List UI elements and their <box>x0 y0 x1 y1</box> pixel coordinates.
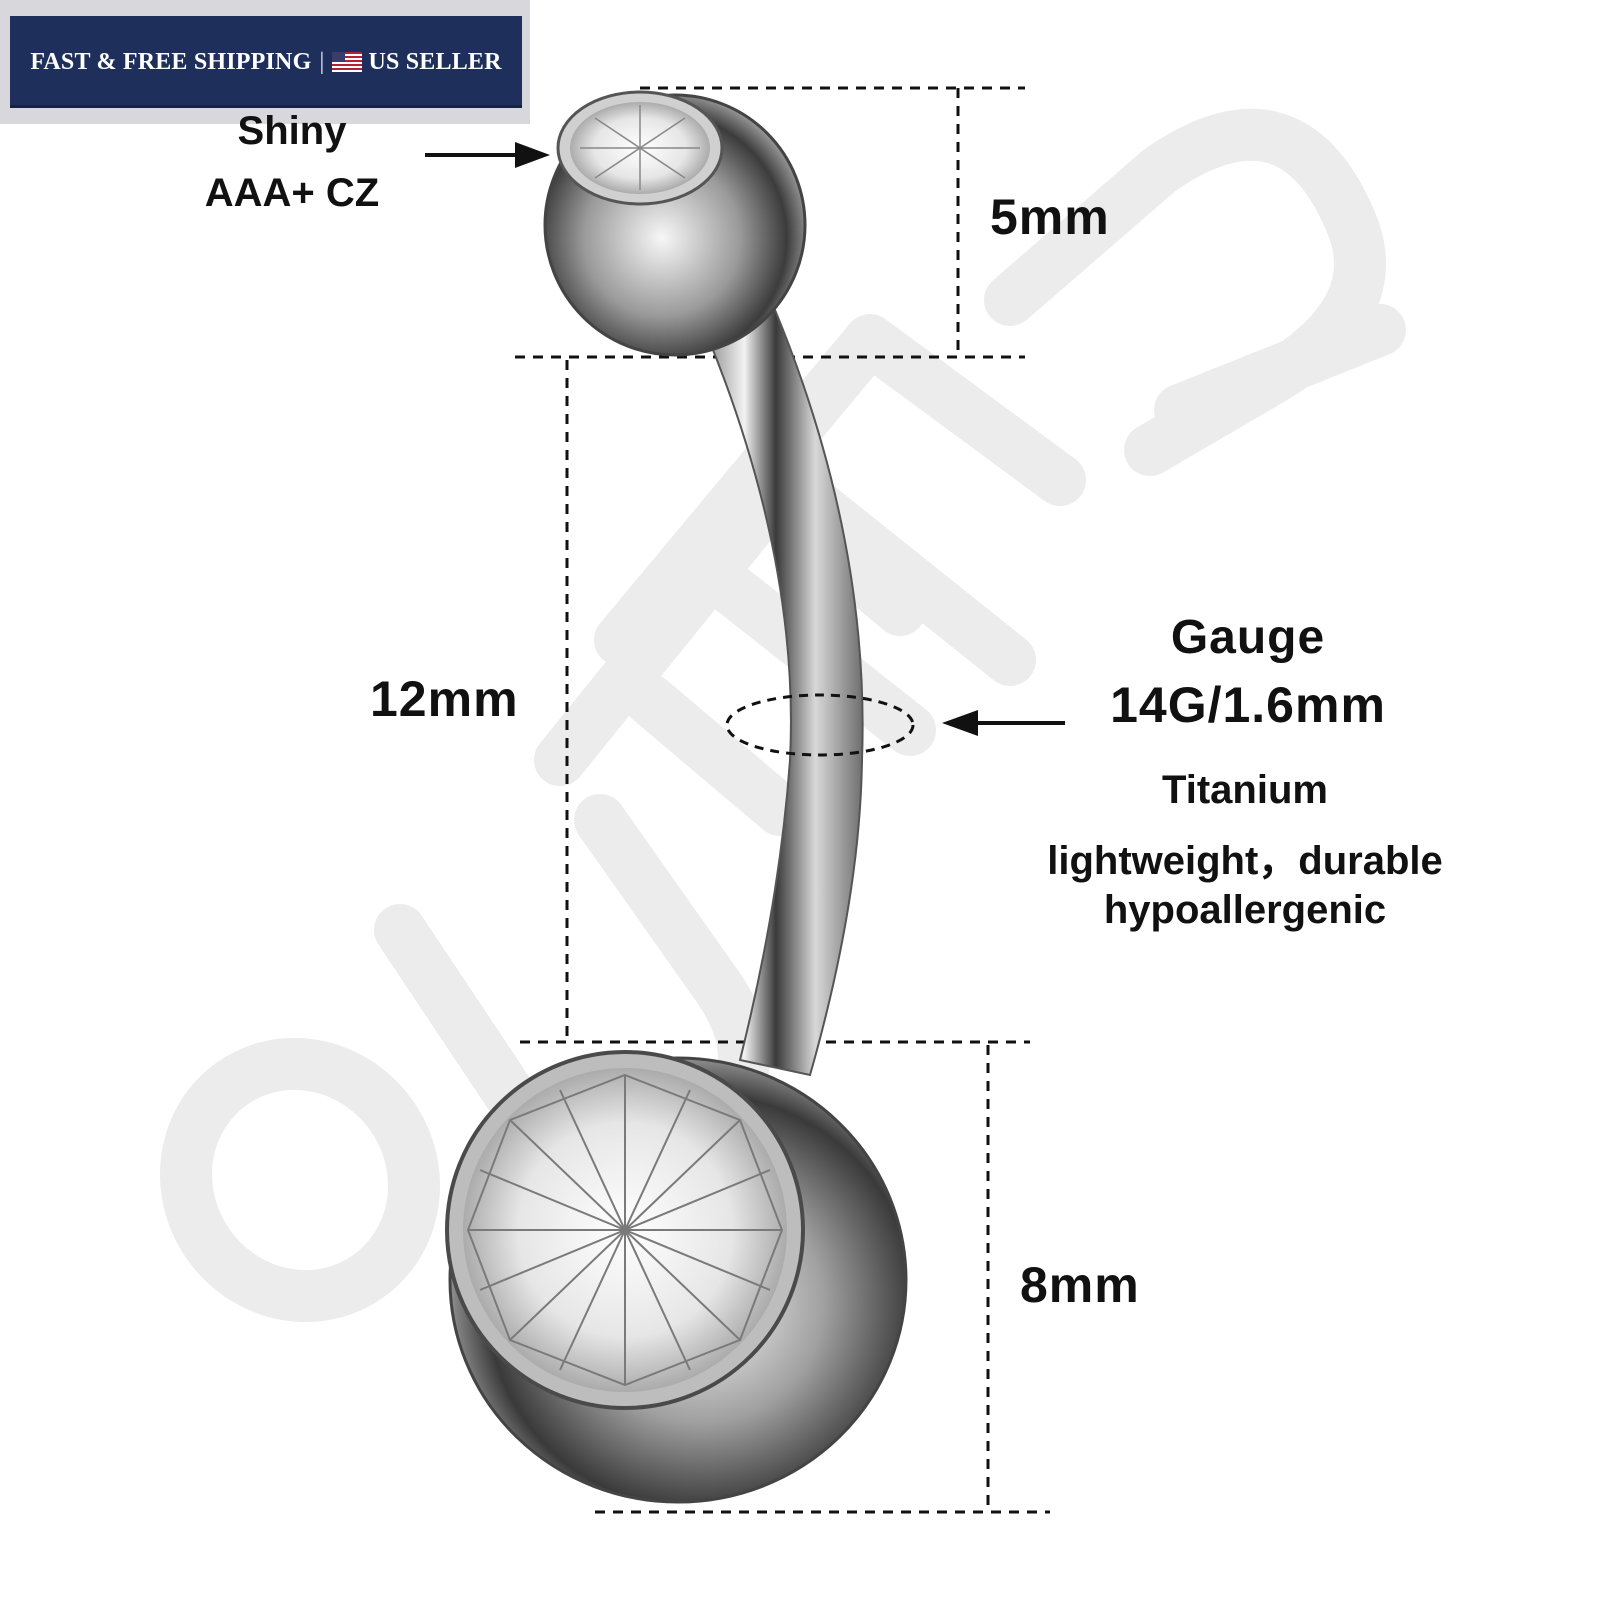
top-ball-size: 5mm <box>990 189 1110 245</box>
banner-seller-text: US SELLER <box>368 48 502 75</box>
banner-separator: | <box>319 48 325 75</box>
curved-bar <box>703 308 864 1077</box>
bottom-ball-size: 8mm <box>1020 1257 1140 1313</box>
banner-shipping-text: FAST & FREE SHIPPING <box>30 48 312 75</box>
material-label: Titanium <box>1162 768 1328 812</box>
feature-label-1: lightweight，durable <box>1047 839 1443 883</box>
watermark-logo <box>159 108 1406 1323</box>
us-flag-icon <box>332 52 363 72</box>
gauge-size: 14G/1.6mm <box>1110 677 1386 733</box>
cz-arrow <box>425 142 550 168</box>
gauge-indicator-ellipse <box>725 693 915 757</box>
bottom-ball <box>445 1050 908 1504</box>
cz-line-1: Shiny <box>237 109 347 153</box>
gauge-title: Gauge <box>1170 611 1326 664</box>
feature-label-2: hypoallergenic <box>1103 888 1387 932</box>
cz-callout: Shiny AAA+ CZ <box>162 100 422 224</box>
top-ball <box>543 90 807 357</box>
bar-length: 12mm <box>370 671 519 727</box>
shipping-banner: FAST & FREE SHIPPING | US SELLER <box>10 16 522 108</box>
cz-line-2: AAA+ CZ <box>204 171 380 215</box>
gauge-arrow <box>942 710 1065 736</box>
